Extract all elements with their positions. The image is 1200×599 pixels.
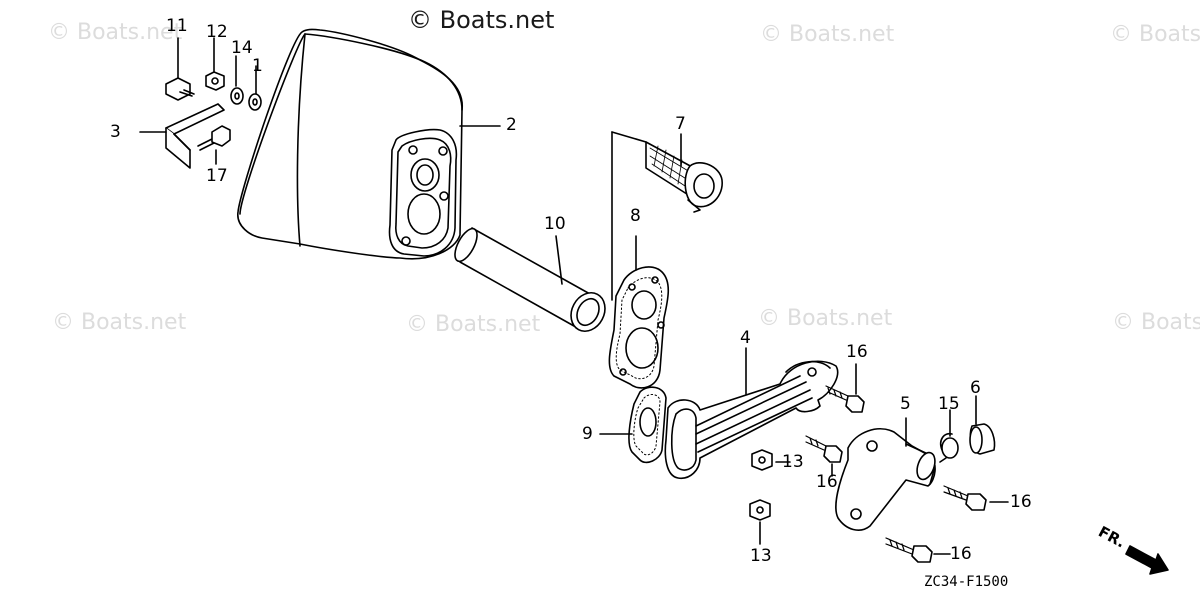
spark-arrester xyxy=(611,131,723,301)
cap-6 xyxy=(969,395,996,455)
watermark: © Boats.net xyxy=(1110,22,1200,47)
callout-13-b: 13 xyxy=(750,546,772,566)
watermark: © Boats.net xyxy=(758,306,893,331)
muffler xyxy=(237,28,501,260)
tailpipe-tube xyxy=(454,227,606,332)
callout-3: 3 xyxy=(110,122,121,142)
callout-4: 4 xyxy=(740,328,751,348)
bolt-16-c xyxy=(943,485,1009,511)
watermark: © Boats.net xyxy=(760,22,895,47)
watermark: © Boats.net xyxy=(1112,310,1200,335)
callout-6: 6 xyxy=(970,378,981,398)
nut-12 xyxy=(205,37,225,91)
washer-14 xyxy=(230,55,244,105)
bolt-16-b xyxy=(805,435,843,477)
callout-12: 12 xyxy=(206,22,228,42)
nut-13-a xyxy=(751,449,791,471)
bolt-16-a xyxy=(825,363,865,413)
joint-elbow xyxy=(835,417,936,531)
callout-5: 5 xyxy=(900,394,911,414)
diagram-code: ZC34-F1500 xyxy=(924,574,1009,590)
callout-16-c: 16 xyxy=(1010,492,1032,512)
nut-13-b xyxy=(749,499,771,545)
watermark: © Boats.net xyxy=(52,310,187,335)
clamp-15 xyxy=(939,409,959,463)
watermark: © Boats.net xyxy=(48,20,183,45)
callout-15: 15 xyxy=(938,394,960,414)
callout-11: 11 xyxy=(166,16,188,36)
exhaust-pipe xyxy=(664,347,839,480)
callout-1: 1 xyxy=(252,56,263,76)
callout-16-a: 16 xyxy=(846,342,868,362)
bolt-11 xyxy=(165,37,195,101)
bolt-17 xyxy=(197,125,231,165)
callout-17: 17 xyxy=(206,166,228,186)
callout-16-d: 16 xyxy=(950,544,972,564)
callout-10: 10 xyxy=(544,214,566,234)
callout-16-b: 16 xyxy=(816,472,838,492)
callout-8: 8 xyxy=(630,206,641,226)
callout-14: 14 xyxy=(231,38,253,58)
forward-direction-arrow xyxy=(1125,545,1169,575)
callout-7: 7 xyxy=(675,114,686,134)
callout-2: 2 xyxy=(506,115,517,135)
watermark-main: © Boats.net xyxy=(408,6,555,34)
callout-9: 9 xyxy=(582,424,593,444)
bracket xyxy=(139,103,225,169)
gasket-8 xyxy=(608,235,670,389)
watermark: © Boats.net xyxy=(406,312,541,337)
bolt-16-d xyxy=(885,537,951,563)
washer-1 xyxy=(248,65,262,111)
callout-13-a: 13 xyxy=(782,452,804,472)
gasket-9 xyxy=(599,386,667,464)
